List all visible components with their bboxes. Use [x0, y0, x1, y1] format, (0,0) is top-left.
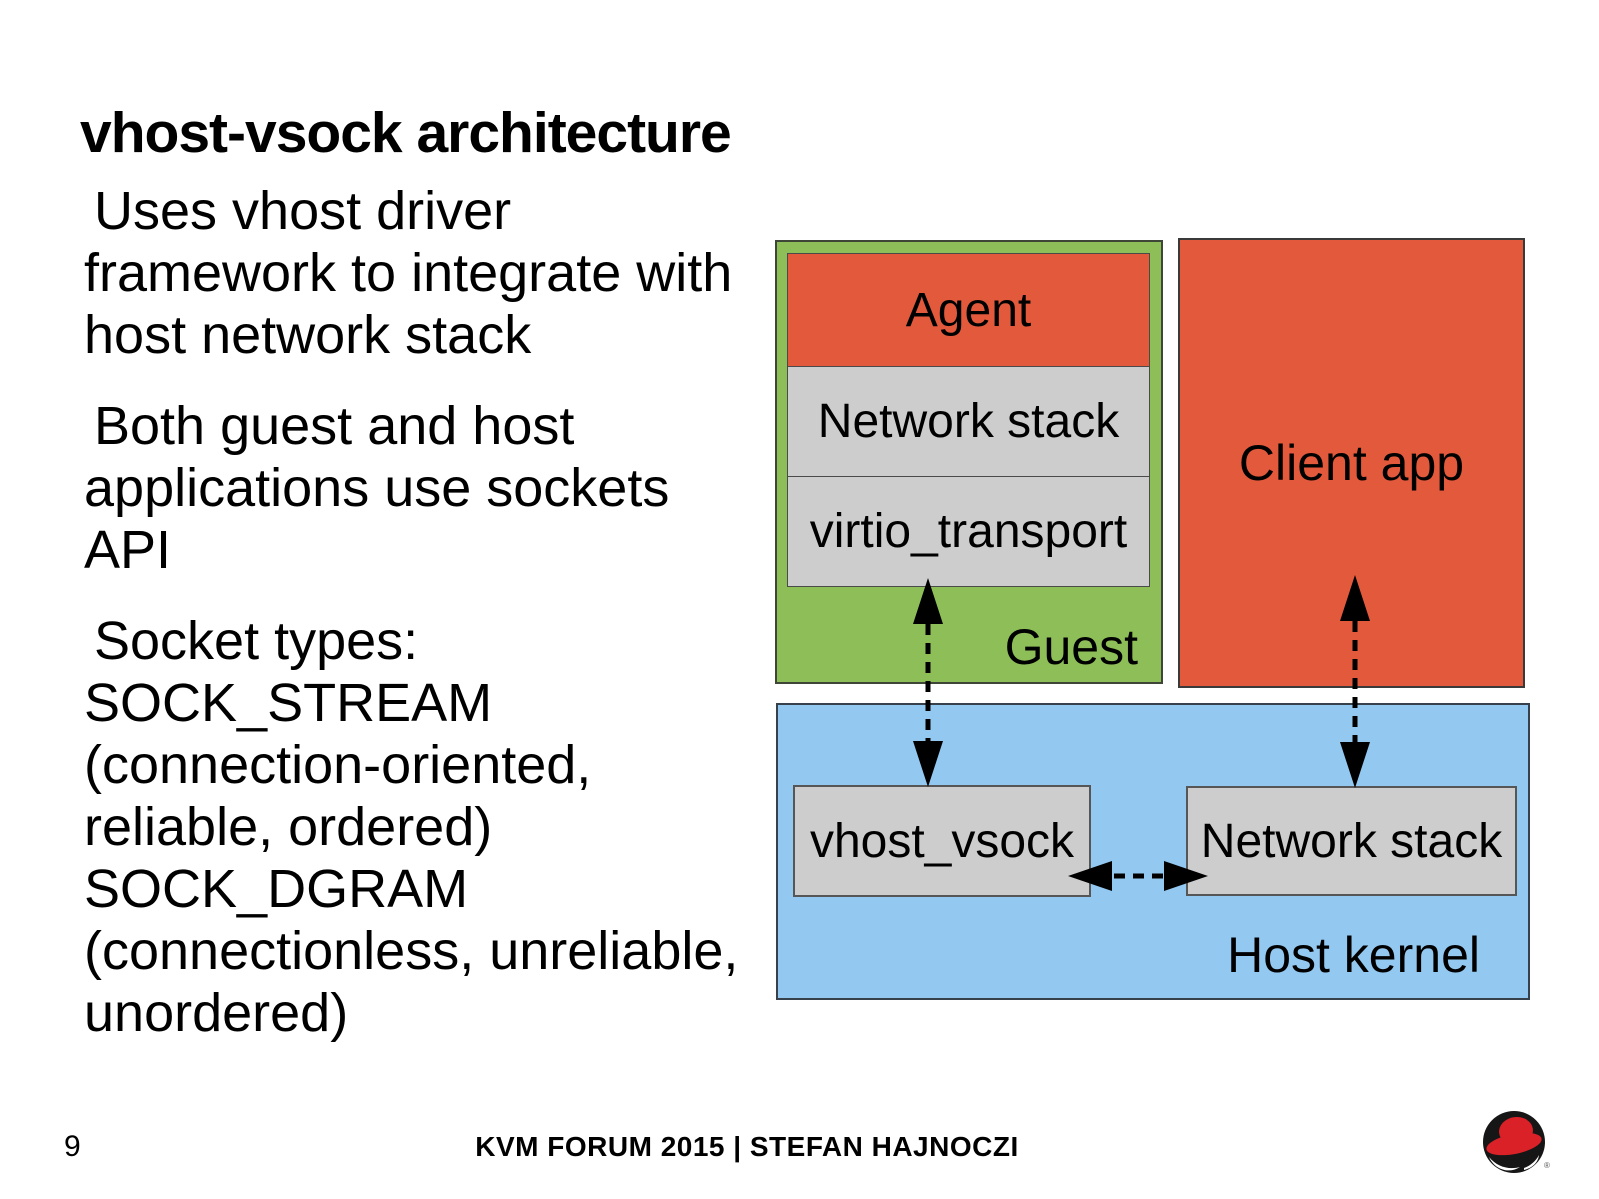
host-kernel-box: vhost_vsock Network stack Host kernel — [776, 703, 1530, 1000]
logo-collar-highlight — [1524, 1155, 1539, 1170]
agent-label: Agent — [905, 283, 1032, 337]
bullet-vhost-driver: Uses vhost driver framework to integrate… — [84, 181, 733, 365]
agent-box: Agent — [788, 254, 1149, 366]
guest-label: Guest — [1004, 619, 1138, 675]
client-app-box: Client app — [1178, 238, 1525, 688]
guest-network-stack-label: Network stack — [817, 395, 1120, 448]
host-network-stack-box: Network stack — [1186, 786, 1517, 896]
guest-layer-stack: Agent Network stack virtio_transport — [787, 253, 1150, 587]
host-network-stack-label: Network stack — [1200, 814, 1503, 868]
footer-title: KVM FORUM 2015 | STEFAN HAJNOCZI — [475, 1131, 1019, 1162]
logo-face-highlight — [1489, 1157, 1520, 1171]
vhost-vsock-box: vhost_vsock — [793, 785, 1091, 897]
bullet-socket-types: Socket types: SOCK_STREAM (connection-or… — [84, 611, 739, 1043]
host-kernel-label: Host kernel — [1227, 927, 1480, 983]
guest-box: Agent Network stack virtio_transport Gue… — [775, 240, 1163, 684]
redhat-shadowman-logo: ® — [1483, 1111, 1550, 1173]
virtio-transport-box: virtio_transport — [788, 476, 1149, 586]
bullet-list: Uses vhost driver framework to integrate… — [84, 180, 844, 1073]
vhost-vsock-label: vhost_vsock — [809, 814, 1075, 868]
client-app-label: Client app — [1238, 435, 1465, 491]
page-number: 9 — [64, 1130, 81, 1163]
logo-hat-crown — [1499, 1116, 1533, 1146]
guest-network-stack-box: Network stack — [788, 366, 1149, 476]
page-title: vhost-vsock architecture — [80, 101, 732, 165]
logo-registered-mark: ® — [1544, 1161, 1550, 1170]
virtio-transport-label: virtio_transport — [809, 505, 1128, 558]
bullet-sockets-api: Both guest and host applications use soc… — [84, 396, 670, 580]
